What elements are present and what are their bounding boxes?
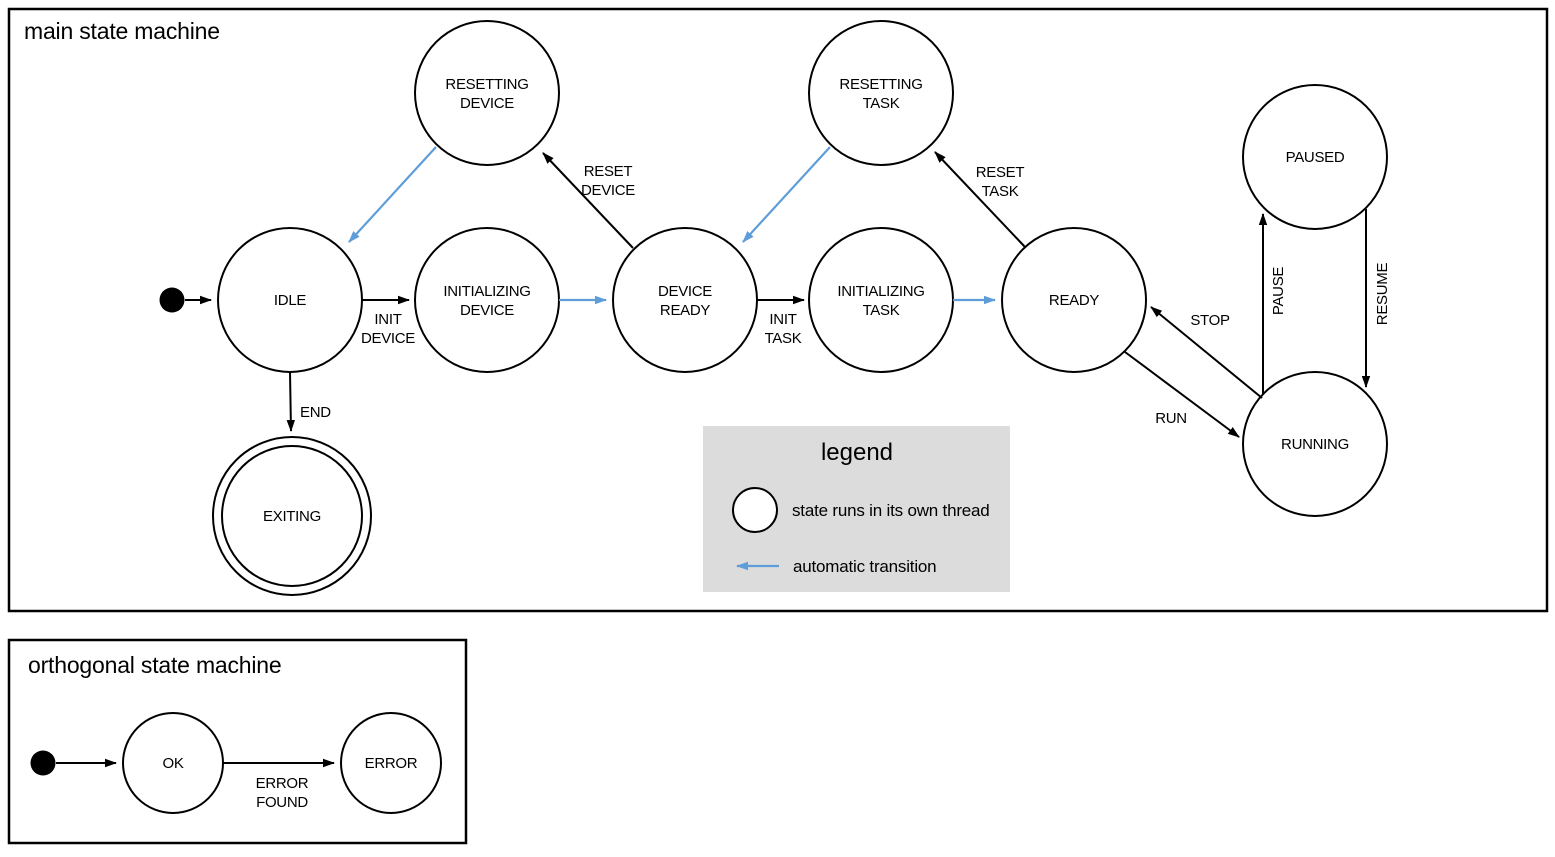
state-initializing-task [808, 227, 954, 373]
state-running-label: RUNNING [1281, 436, 1349, 453]
state-paused-label: PAUSED [1286, 149, 1345, 166]
transition-reset-device-label-line1: RESET [584, 163, 633, 180]
transition-reset-task-label-line1: RESET [976, 164, 1025, 181]
state-initializing-device-label-line2: DEVICE [460, 302, 514, 319]
initial-state-dot [159, 287, 185, 313]
state-initializing-device [414, 227, 560, 373]
transition-end [286, 371, 296, 432]
transition-reset-device [542, 152, 634, 249]
transition-run-label: RUN [1155, 410, 1187, 427]
state-initializing-task-label-line2: TASK [863, 302, 900, 319]
transition-error-found-label-line2: FOUND [256, 794, 308, 811]
state-exiting-label: EXITING [263, 508, 321, 525]
transition-init-task-label-line2: TASK [765, 330, 802, 347]
state-resetting-task [808, 20, 954, 166]
state-device-ready-label-line1: DEVICE [658, 283, 712, 300]
state-resetting-device-label-line1: RESETTING [445, 76, 528, 93]
transition-resume-label: RESUME [1374, 263, 1391, 326]
state-initializing-task-label-line1: INITIALIZING [837, 283, 924, 300]
transition-stop-label: STOP [1190, 312, 1230, 329]
state-resetting-device [414, 20, 560, 166]
state-error [340, 712, 442, 814]
state-initializing-device-label-line1: INITIALIZING [443, 283, 530, 300]
state-device-ready [612, 227, 758, 373]
transition-stop [1150, 306, 1263, 399]
state-running [1242, 371, 1388, 517]
main-machine-title: main state machine [24, 18, 220, 44]
transition-reset-task-label-line2: TASK [982, 183, 1019, 200]
legend-threaded-state-icon [732, 487, 778, 533]
state-resetting-task-label-line2: TASK [863, 95, 900, 112]
transition-init-task-label-line1: INIT [769, 311, 796, 328]
orthogonal-machine-title: orthogonal state machine [28, 652, 281, 678]
auto-transition-resetting-task-to-device-ready [742, 146, 831, 243]
transition-reset-device-label-line2: DEVICE [581, 182, 635, 199]
orthogonal-initial-state-dot [30, 750, 56, 776]
legend-automatic-transition-label: automatic transition [793, 557, 936, 576]
state-device-ready-label-line2: READY [660, 302, 710, 319]
transition-init-device-label-line2: DEVICE [361, 330, 415, 347]
auto-transition-resetting-device-to-idle [348, 146, 437, 243]
state-idle-label: IDLE [274, 292, 306, 309]
state-resetting-device-label-line2: DEVICE [460, 95, 514, 112]
state-paused [1242, 84, 1388, 230]
transition-init-device-label-line1: INIT [374, 311, 401, 328]
legend-threaded-state-label: state runs in its own thread [792, 501, 990, 520]
transition-run [1124, 351, 1240, 438]
state-ready [1001, 227, 1147, 373]
state-error-label: ERROR [365, 755, 418, 772]
legend-title: legend [821, 439, 893, 466]
state-resetting-task-label-line1: RESETTING [839, 76, 922, 93]
state-ready-label: READY [1049, 292, 1099, 309]
state-ok-label: OK [162, 755, 183, 772]
transition-reset-task [934, 151, 1026, 248]
state-exiting [221, 445, 363, 587]
transition-pause-label: PAUSE [1270, 267, 1287, 316]
transition-error-found-label-line1: ERROR [256, 775, 309, 792]
transition-end-label: END [300, 404, 331, 421]
